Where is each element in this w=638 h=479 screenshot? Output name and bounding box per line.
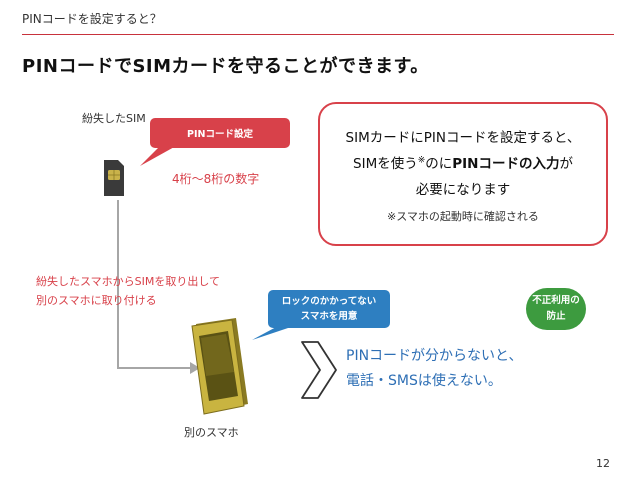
result-line-1: PINコードが分からないと、 (346, 348, 523, 364)
pin-callout-pointer (140, 146, 176, 166)
blue-callout-line-2: スマホを用意 (300, 311, 358, 322)
blue-callout-line-1: ロックのかかってない (281, 296, 377, 307)
sim-card-icon (104, 160, 124, 196)
info-line-2: SIMを使う※のにPINコードの入力が (320, 152, 606, 173)
prepare-phone-callout: ロックのかかってない スマホを用意 (268, 290, 390, 328)
info-box: SIMカードにPINコードを設定すると、 SIMを使う※のにPINコードの入力が… (318, 102, 608, 246)
scenario-line-2: 別のスマホに取り付ける (36, 294, 157, 307)
info-line-2-mid: のに (425, 156, 453, 172)
info-line-2-bold: PINコードの入力 (452, 156, 560, 172)
pin-setting-callout: PINコード設定 (150, 118, 290, 148)
header-title: PINコードを設定すると？ (22, 12, 162, 26)
info-note: ※スマホの起動時に確認される (387, 210, 539, 223)
lost-sim-label: 紛失したSIM (82, 112, 146, 125)
header-divider (22, 34, 614, 35)
badge-line-2: 防止 (546, 311, 566, 322)
page-number: 12 (596, 457, 610, 470)
info-line-2-prefix: SIMを使う (353, 156, 418, 172)
page-title: PINコードでSIMカードを守ることができます。 (22, 56, 429, 77)
info-line-2-mark: ※ (417, 155, 426, 166)
phone-label: 別のスマホ (184, 426, 239, 439)
result-line-2: 電話・SMSは使えない。 (346, 373, 502, 389)
scenario-line-1: 紛失したスマホからSIMを取り出して (36, 275, 221, 288)
info-line-3: 必要になります (415, 182, 511, 198)
info-line-2-suffix: が (559, 156, 573, 172)
blue-callout-pointer (252, 326, 294, 340)
info-line-1: SIMカードにPINコードを設定すると、 (345, 130, 581, 146)
badge-line-1: 不正利用の (532, 295, 580, 306)
pin-digits-text: 4桁〜8桁の数字 (172, 172, 260, 186)
chevron-right-icon (301, 341, 337, 399)
smartphone-icon (191, 318, 248, 415)
result-text: PINコードが分からないと、 電話・SMSは使えない。 (346, 344, 522, 394)
connector-arrowhead (190, 362, 200, 374)
scenario-text: 紛失したスマホからSIMを取り出して 別のスマホに取り付ける (36, 272, 220, 310)
connector-line (117, 200, 190, 369)
prevention-badge: 不正利用の 防止 (526, 288, 586, 330)
